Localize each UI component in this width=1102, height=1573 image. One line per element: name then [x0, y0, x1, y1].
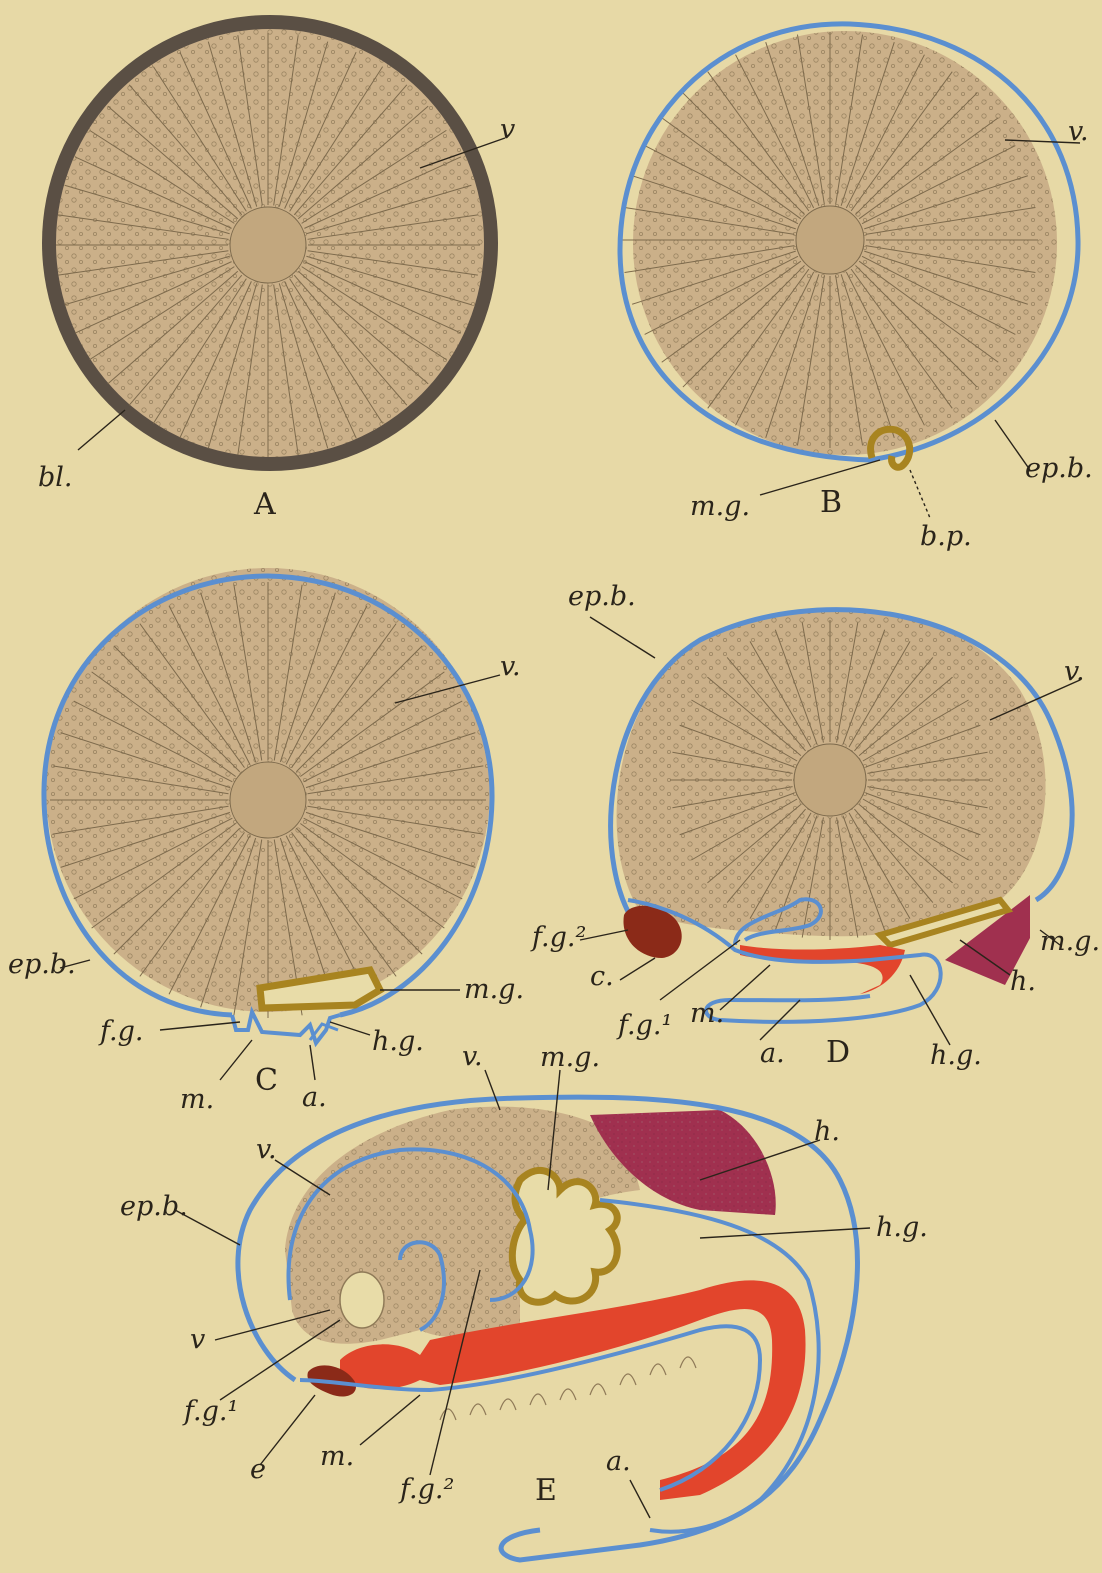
figure-e-vesicle — [340, 1272, 384, 1328]
figure-a-label-bl: bl. — [38, 462, 73, 493]
figure-e-label-mg: m.g. — [540, 1042, 600, 1073]
figure-d-label-fg1: f.g.¹ — [616, 1010, 672, 1041]
figure-d-label-v: v. — [1064, 656, 1085, 687]
figure-d-label-c: c. — [590, 961, 614, 992]
figure-e-label-fg2: f.g.² — [398, 1474, 454, 1505]
figure-c-label-hg: h.g. — [372, 1026, 424, 1057]
figure-e-label-epb: ep.b. — [120, 1191, 188, 1222]
figure-e-label-v-top: v. — [462, 1041, 483, 1072]
figure-d-label-fg2: f.g.² — [530, 922, 586, 953]
figure-e-label-hg: h.g. — [876, 1212, 928, 1243]
figure-b-label-mg: m.g. — [690, 491, 750, 522]
figure-d-label-m: m. — [690, 998, 724, 1029]
figure-b-label-v: v. — [1068, 116, 1089, 147]
figure-d-label-a: a. — [760, 1038, 785, 1069]
figure-d-label-h: h. — [1010, 966, 1036, 997]
figure-e-label-e: e — [250, 1454, 266, 1485]
figure-a-central-yolk — [230, 207, 306, 283]
figure-a-label-v: v — [500, 114, 515, 145]
figure-e-label-v-low: v — [190, 1324, 205, 1355]
figure-e-label-h: h. — [814, 1116, 840, 1147]
figure-e-label-v-left: v. — [256, 1134, 277, 1165]
figure-b: v. ep.b. m.g. b.p. B — [620, 24, 1093, 552]
figure-a: v bl. A — [38, 15, 515, 522]
figure-c-label-a: a. — [302, 1082, 327, 1113]
figure-c-label-epb: ep.b. — [8, 949, 76, 980]
figure-d-label-hg: h.g. — [930, 1040, 982, 1071]
figure-a-caption: A — [253, 487, 276, 522]
figure-c-label-mg: m.g. — [464, 974, 524, 1005]
figure-d: ep.b. v. f.g.² c. f.g.¹ m. a. h.g. h. m.… — [530, 581, 1100, 1071]
figure-b-caption: B — [820, 485, 842, 520]
figure-c-caption: C — [255, 1063, 278, 1098]
figure-e: v. v. m.g. h. ep.b. h.g. v f.g.¹ e m. f.… — [120, 1041, 928, 1560]
figure-d-label-mg: m.g. — [1040, 926, 1100, 957]
figure-b-label-bp: b.p. — [920, 521, 972, 552]
figure-c-foregut-hindgut — [232, 1012, 340, 1043]
figure-c-label-v: v. — [500, 651, 521, 682]
figure-c-label-m: m. — [180, 1084, 214, 1115]
figure-d-label-epb: ep.b. — [568, 581, 636, 612]
figure-b-label-epb: ep.b. — [1025, 453, 1093, 484]
figure-c: v. ep.b. m.g. f.g. h.g. m. a. C — [8, 568, 524, 1115]
figure-d-caption: D — [826, 1035, 850, 1070]
figure-e-label-fg1: f.g.¹ — [182, 1396, 238, 1427]
figure-e-label-m: m. — [320, 1441, 354, 1472]
figure-e-label-a: a. — [606, 1446, 631, 1477]
figure-c-label-fg: f.g. — [98, 1016, 143, 1047]
figure-e-caption: E — [535, 1473, 557, 1508]
